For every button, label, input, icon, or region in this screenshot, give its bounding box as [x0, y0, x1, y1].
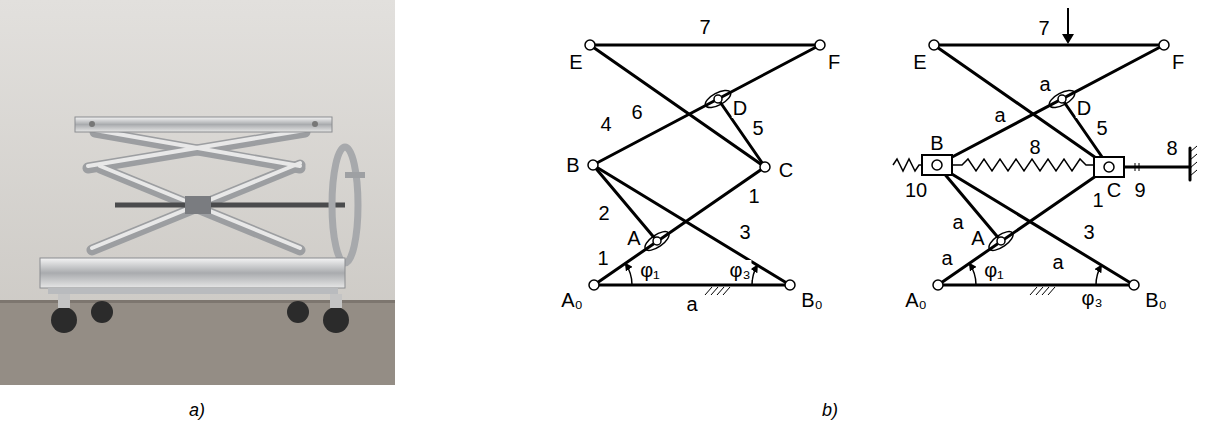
- joint-label: E: [568, 52, 583, 72]
- link-number: 2: [597, 203, 610, 223]
- angle-label: φ₁: [983, 260, 1005, 280]
- link-number: 10: [904, 180, 928, 200]
- ground-hatch: [1030, 287, 1055, 295]
- link-number: 3: [738, 222, 751, 242]
- link-number: 9: [1133, 180, 1146, 200]
- joint-label: B₀: [1144, 290, 1168, 310]
- joint-label: C: [778, 160, 794, 180]
- mechanism-right: [934, 45, 1190, 285]
- link-number: 7: [698, 17, 711, 37]
- link-number: 3: [1082, 222, 1095, 242]
- dimension-label: a: [951, 212, 964, 232]
- slider-sleeves: [642, 87, 733, 254]
- dimension-label: a: [1051, 252, 1064, 272]
- link-number: 7: [1037, 18, 1050, 38]
- link-number: 1: [747, 186, 760, 206]
- dimension-label: a: [993, 105, 1006, 125]
- slider-blocks: [922, 155, 1124, 177]
- pin-joints: [585, 40, 825, 290]
- panel-caption: b): [821, 401, 839, 419]
- ground-hatch: [705, 287, 730, 295]
- joint-label: C: [1106, 180, 1122, 200]
- joint-label: A: [626, 228, 641, 248]
- link-number: 5: [751, 118, 764, 138]
- dimension-label: a: [1038, 74, 1051, 94]
- dimension-label: a: [940, 248, 953, 268]
- link-number: 1: [596, 248, 609, 268]
- joint-label: A: [970, 228, 985, 248]
- joint-label: D: [1076, 98, 1092, 118]
- pin-joints: [929, 40, 1169, 290]
- link-number: 1: [1091, 190, 1104, 210]
- joint-label: D: [732, 98, 748, 118]
- photo-scissor-table: [0, 0, 395, 385]
- slider-sleeves: [986, 87, 1077, 254]
- link-number: 5: [1095, 118, 1108, 138]
- link-number: 4: [599, 114, 612, 134]
- joint-label: F: [827, 52, 841, 72]
- dimension-label: a: [685, 294, 698, 314]
- link-number: 8: [1165, 138, 1178, 158]
- mechanism-left: [590, 45, 820, 285]
- link-number: 6: [630, 102, 643, 122]
- angle-label: φ₃: [728, 260, 751, 280]
- joint-label: A₀: [904, 290, 928, 310]
- link-number: 8: [1028, 137, 1041, 157]
- panel-caption: a): [188, 401, 206, 419]
- load-arrow: [1062, 8, 1074, 44]
- joint-label: A₀: [560, 290, 584, 310]
- angle-label: φ₃: [1080, 288, 1103, 308]
- joint-label: B: [565, 155, 580, 175]
- joint-label: B: [929, 133, 944, 153]
- joint-label: E: [912, 52, 927, 72]
- joint-label: B₀: [800, 290, 824, 310]
- joint-label: F: [1171, 52, 1185, 72]
- angle-label: φ₁: [639, 260, 661, 280]
